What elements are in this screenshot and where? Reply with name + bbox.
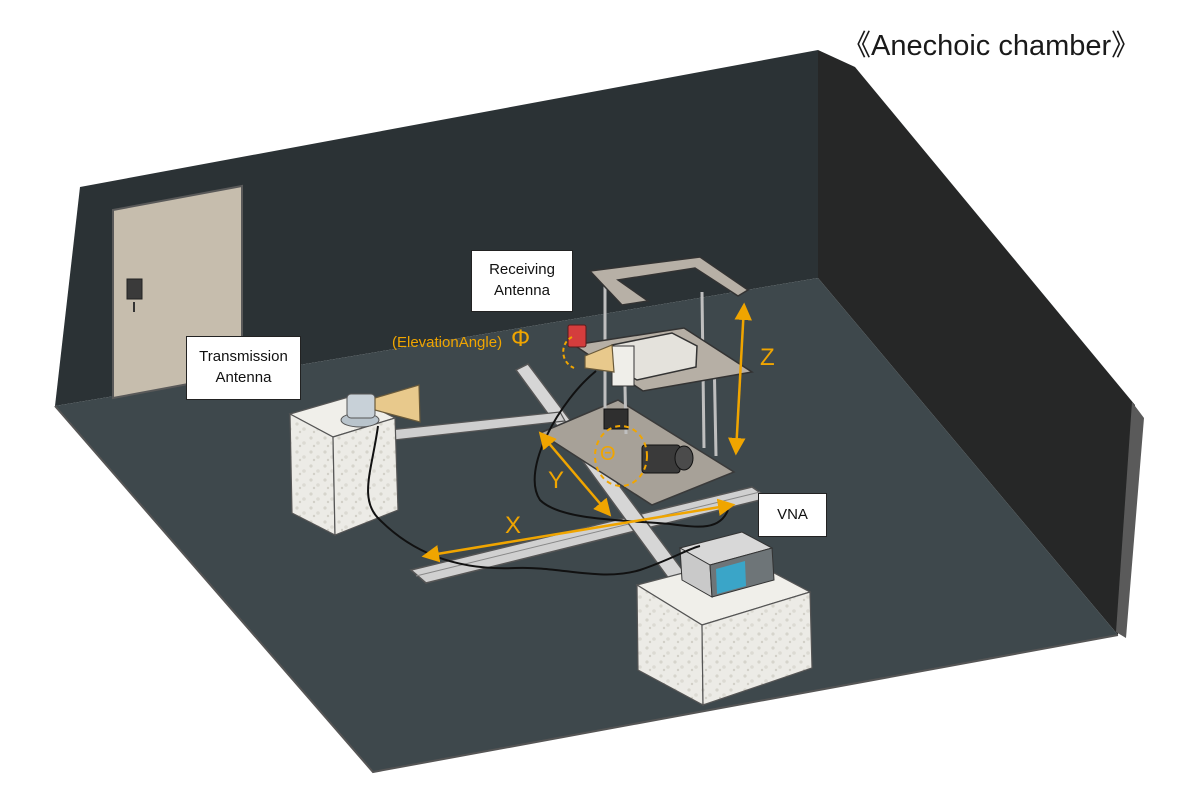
x-axis-label: X xyxy=(505,512,522,539)
vna-pedestal-side xyxy=(701,591,813,706)
back-wall xyxy=(55,50,818,406)
transmission-antenna-label: Transmission Antenna xyxy=(186,336,301,400)
receiving-antenna-label: Receiving Antenna xyxy=(471,250,573,312)
transmission-antenna-line2: Antenna xyxy=(215,369,272,386)
z-axis-label: Z xyxy=(760,344,775,371)
rx-motor xyxy=(567,324,587,348)
receiving-antenna-line2: Antenna xyxy=(494,282,550,299)
phi-label: Φ xyxy=(511,325,531,352)
elevation-angle-label: (ElevationAngle) xyxy=(392,334,503,351)
y-axis-label: Y xyxy=(548,467,565,494)
vna-screen xyxy=(716,561,746,594)
upper-frame xyxy=(588,256,750,306)
door-lock-icon xyxy=(126,278,143,300)
floor-edge xyxy=(54,405,1119,774)
cable xyxy=(367,425,701,576)
chamber-title: 《Anechoic chamber》 xyxy=(842,30,1141,62)
tx-horn-icon xyxy=(374,384,421,423)
scanner-base-plate xyxy=(538,399,736,506)
theta-label: Θ xyxy=(600,443,616,465)
rx-unit-panel xyxy=(611,345,635,387)
right-wall-edge xyxy=(1116,402,1144,638)
z-arrow xyxy=(728,302,752,456)
receiving-antenna-line1: Receiving xyxy=(489,261,555,278)
theta-rotation-arc xyxy=(594,425,648,487)
x-arrow xyxy=(421,498,736,563)
right-wall xyxy=(818,50,1135,635)
vna-label-text: VNA xyxy=(777,506,808,523)
phi-rotation-arc xyxy=(562,336,575,369)
rx-horn-icon xyxy=(584,344,615,373)
tx-antenna-body xyxy=(346,393,376,419)
vna-label: VNA xyxy=(758,493,827,537)
transmission-antenna-line1: Transmission xyxy=(199,348,288,365)
